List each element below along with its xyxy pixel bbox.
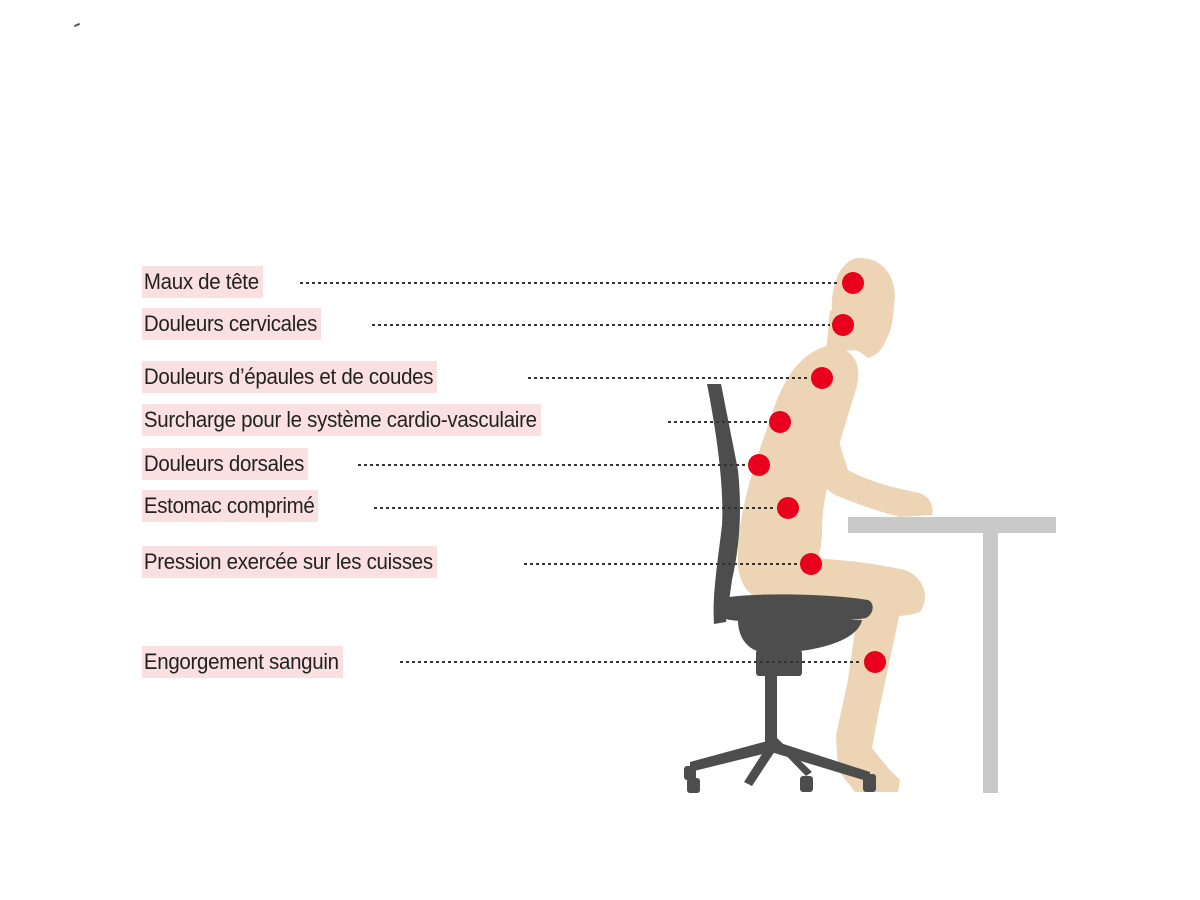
label-stomach: Estomac comprimé <box>143 493 315 518</box>
pain-point-markers <box>748 272 886 673</box>
pain-point-icon <box>832 314 854 336</box>
desk-leg <box>983 533 998 793</box>
leader-lines <box>300 282 862 663</box>
desk-icon <box>848 517 1056 793</box>
label-highlight <box>142 646 343 678</box>
label-highlight <box>142 546 437 578</box>
chair-backrest <box>707 384 740 624</box>
label-highlight <box>142 266 263 298</box>
chair-base-left-leg <box>690 740 771 772</box>
chair-seat <box>718 594 873 623</box>
desk-top <box>848 517 1056 533</box>
label-neck: Douleurs cervicales <box>143 311 318 336</box>
person-arm <box>795 380 933 517</box>
pain-point-icon <box>777 497 799 519</box>
label-highlight <box>142 308 321 340</box>
label-head: Maux de tête <box>143 269 259 294</box>
chair-base-right-leg <box>771 740 870 782</box>
person-lower-leg <box>836 608 900 792</box>
office-chair-icon <box>684 384 876 793</box>
label-shoulders: Douleurs d’épaules et de coudes <box>143 364 434 389</box>
chair-caster <box>684 766 696 780</box>
label-cardio: Surcharge pour le système cardio-vascula… <box>143 407 537 432</box>
label-thighs: Pression exercée sur les cuisses <box>143 549 433 574</box>
chair-caster <box>687 778 700 793</box>
label-highlight <box>142 361 437 393</box>
label-back: Douleurs dorsales <box>143 451 305 476</box>
pain-point-icon <box>864 651 886 673</box>
pain-point-icon <box>748 454 770 476</box>
label-highlight <box>142 404 541 436</box>
label-blood: Engorgement sanguin <box>143 649 339 674</box>
chair-base-front-leg <box>744 740 777 786</box>
chair-mechanism <box>738 620 862 652</box>
label-highlights <box>142 266 541 678</box>
chair-base-back-leg <box>771 738 812 776</box>
chair-caster <box>863 774 876 792</box>
label-highlight <box>142 490 318 522</box>
chair-column <box>765 674 777 742</box>
pain-point-icon <box>842 272 864 294</box>
pain-point-icon <box>811 367 833 389</box>
pain-point-icon <box>769 411 791 433</box>
pain-point-icon <box>800 553 822 575</box>
chair-caster <box>800 776 813 792</box>
label-highlight <box>142 448 308 480</box>
